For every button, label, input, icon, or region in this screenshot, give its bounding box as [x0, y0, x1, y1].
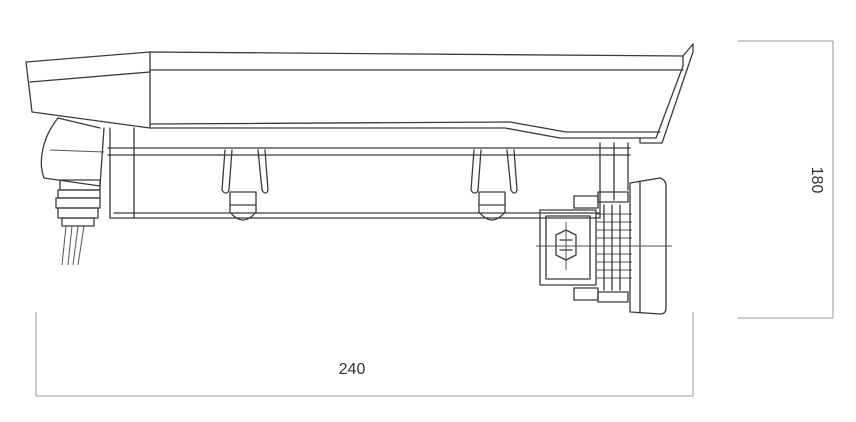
mounting-clip-rear [470, 149, 518, 221]
width-dimension-label: 240 [339, 361, 366, 378]
sunshield [25, 43, 694, 144]
cable-gland [55, 179, 101, 227]
front-cap [40, 117, 105, 187]
housing-body [107, 127, 631, 219]
rear-bracket-assembly [536, 177, 672, 315]
height-dimension-label: 180 [808, 167, 825, 194]
width-dimension [35, 312, 694, 397]
cables [61, 225, 85, 266]
height-dimension [738, 40, 834, 319]
mounting-clip-front [221, 149, 269, 221]
